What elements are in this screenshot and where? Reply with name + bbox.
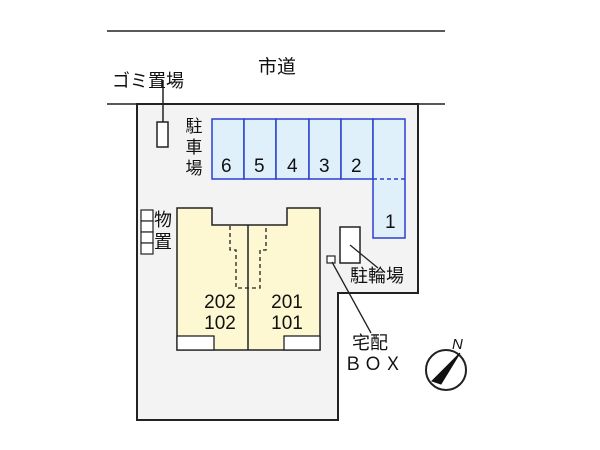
unit-201-101: 201 101 (259, 292, 315, 334)
road-label: 市道 (258, 56, 297, 78)
unit-number-202: 202 (204, 292, 236, 313)
parking-label: 駐車場 (184, 117, 204, 180)
bicycle-leader-line (349, 244, 379, 269)
storage-shed (140, 209, 154, 255)
balcony-left (176, 335, 215, 351)
compass-icon (425, 349, 467, 391)
stairs-outline (229, 226, 267, 289)
parking-space-2: 2 (351, 156, 362, 177)
delivery-box-leader-line (331, 261, 372, 334)
garbage-station-label: ゴミ置場 (112, 71, 184, 92)
parking-space-5: 5 (254, 156, 265, 177)
delivery-box (326, 255, 336, 264)
storage-label-text: 物置 (154, 210, 172, 253)
balcony-right (283, 335, 321, 351)
unit-number-101: 101 (271, 313, 303, 334)
unit-202-102: 202 102 (192, 292, 248, 334)
parking-space-3: 3 (319, 156, 330, 177)
storage-label: 物置 (153, 210, 173, 254)
parking-label-text: 駐車場 (185, 117, 203, 179)
bicycle-parking-label: 駐輪場 (350, 266, 404, 287)
unit-number-102: 102 (204, 313, 236, 334)
unit-number-201: 201 (271, 292, 303, 313)
parking-space-4: 4 (287, 156, 298, 177)
garbage-station (156, 121, 169, 148)
parking-space-1: 1 (385, 212, 396, 233)
delivery-box-label-line2: ＢＯＸ (344, 354, 404, 375)
parking-area (211, 118, 406, 239)
parking-space-6: 6 (221, 156, 232, 177)
compass-north-label: N (452, 336, 463, 353)
delivery-box-label-line1: 宅配 (352, 333, 388, 354)
